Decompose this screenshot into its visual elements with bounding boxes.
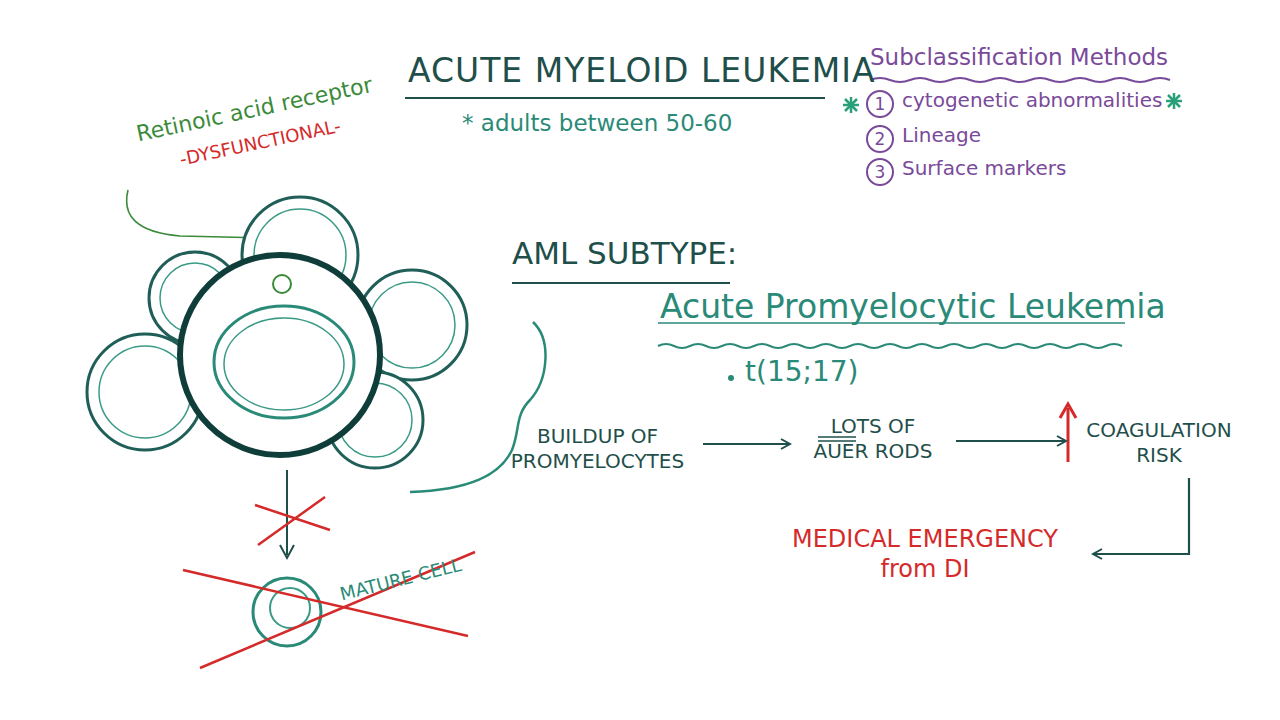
flow-arrow: [703, 443, 790, 445]
flow-arrow: [956, 440, 1066, 442]
granule: [87, 197, 467, 468]
promyelocyte-cell: [180, 255, 380, 455]
text-node: COAGULATION RISK: [1074, 414, 1244, 472]
list-item: cytogenetic abnormalities: [902, 89, 1162, 112]
subtype-name: Acute Promyelocytic Leukemia: [660, 288, 1166, 326]
callout-number: 2: [866, 125, 894, 153]
crossed-label: MATURE CELL: [338, 555, 464, 605]
cross-mark: [255, 497, 330, 545]
wavy-underline: [658, 344, 1122, 348]
increase-arrow: [1060, 404, 1076, 462]
nucleus: [214, 306, 354, 418]
section-heading: Subclassification Methods: [870, 44, 1168, 70]
note: * adults between 50-60: [462, 110, 732, 136]
underline: [512, 282, 730, 284]
maturation-arrow: [286, 470, 288, 555]
node-text: MEDICAL EMERGENCY from DI: [771, 524, 1079, 584]
callout-number: 1: [866, 90, 894, 118]
receptor: [273, 275, 291, 293]
text-node: LOTS OF AUER RODS: [798, 410, 948, 468]
section-heading: AML SUBTYPE:: [512, 236, 737, 272]
cross-mark: [183, 552, 475, 668]
bullet: [728, 375, 734, 381]
wavy-underline: [870, 78, 1170, 82]
list-item: Surface markers: [902, 157, 1066, 180]
node-text: COAGULATION RISK: [1080, 418, 1238, 468]
node-text: LOTS OF AUER RODS: [804, 414, 942, 464]
underline: [405, 97, 825, 99]
text-node: MEDICAL EMERGENCY from DI: [765, 520, 1085, 588]
list-item: Lineage: [902, 124, 981, 147]
callout-number: 3: [866, 158, 894, 186]
translocation: t(15;17): [745, 356, 859, 388]
flow-arrow: [1093, 478, 1189, 554]
node-text: BUILDUP OF PROMYELOCYTES: [506, 424, 689, 474]
title: ACUTE MYELOID LEUKEMIA: [408, 52, 876, 90]
text-node: BUILDUP OF PROMYELOCYTES: [500, 420, 695, 478]
